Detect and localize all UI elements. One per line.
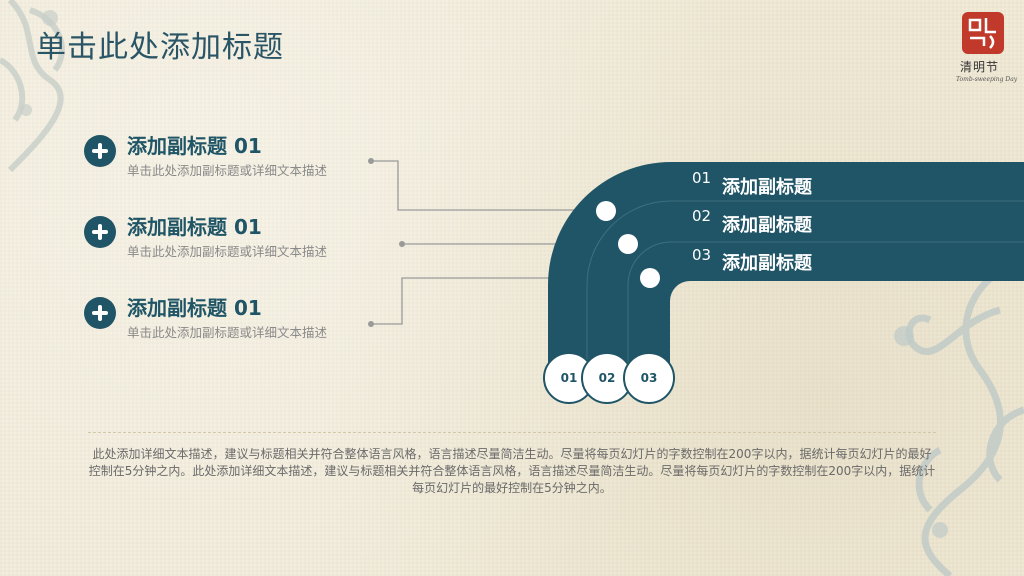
band-number: 01: [692, 169, 712, 187]
logo-name: 清明节: [960, 60, 1000, 74]
plus-icon: [84, 135, 116, 167]
plus-icon: [84, 216, 116, 248]
body-text: 此处添加详细文本描述，建议与标题相关并符合整体语言风格，语言描述尽量简洁生动。尽…: [88, 447, 936, 495]
divider: [88, 432, 936, 433]
band-number: 02: [692, 207, 712, 225]
connector-dot: [368, 321, 374, 327]
item-title: 添加副标题 01: [127, 134, 262, 158]
item-description: 单击此处添加副标题或详细文本描述: [127, 325, 328, 340]
bottom-circle: [623, 352, 675, 404]
bottom-number: 02: [598, 371, 616, 385]
band-number: 03: [692, 246, 712, 264]
logo: 清明节 Tomb-sweeping Day: [956, 10, 1018, 90]
seal-icon: [962, 12, 1004, 54]
logo-subtitle: Tomb-sweeping Day: [956, 76, 1018, 83]
pipe-shape: [548, 162, 1024, 379]
plus-icon: [84, 297, 116, 329]
connector-dot: [399, 241, 405, 247]
pipe-separators: [586, 200, 1024, 379]
joint-dot: [596, 201, 616, 221]
band-label: 添加副标题: [722, 253, 812, 274]
item-title: 添加副标题 01: [127, 296, 262, 320]
bottom-number: 01: [560, 371, 578, 385]
connector-dot: [368, 158, 374, 164]
joint-dot: [640, 268, 660, 288]
bottom-number: 03: [640, 371, 658, 385]
item-description: 单击此处添加副标题或详细文本描述: [127, 163, 328, 178]
floral-ornament-top-left: [0, 0, 65, 173]
joint-dot: [618, 234, 638, 254]
floral-ornament-bottom-right: [894, 256, 1024, 576]
band-label: 添加副标题: [722, 215, 812, 236]
item-title: 添加副标题 01: [127, 215, 262, 239]
band-label: 添加副标题: [722, 177, 812, 198]
item-description: 单击此处添加副标题或详细文本描述: [127, 244, 328, 259]
page-title: 单击此处添加标题: [36, 30, 284, 65]
